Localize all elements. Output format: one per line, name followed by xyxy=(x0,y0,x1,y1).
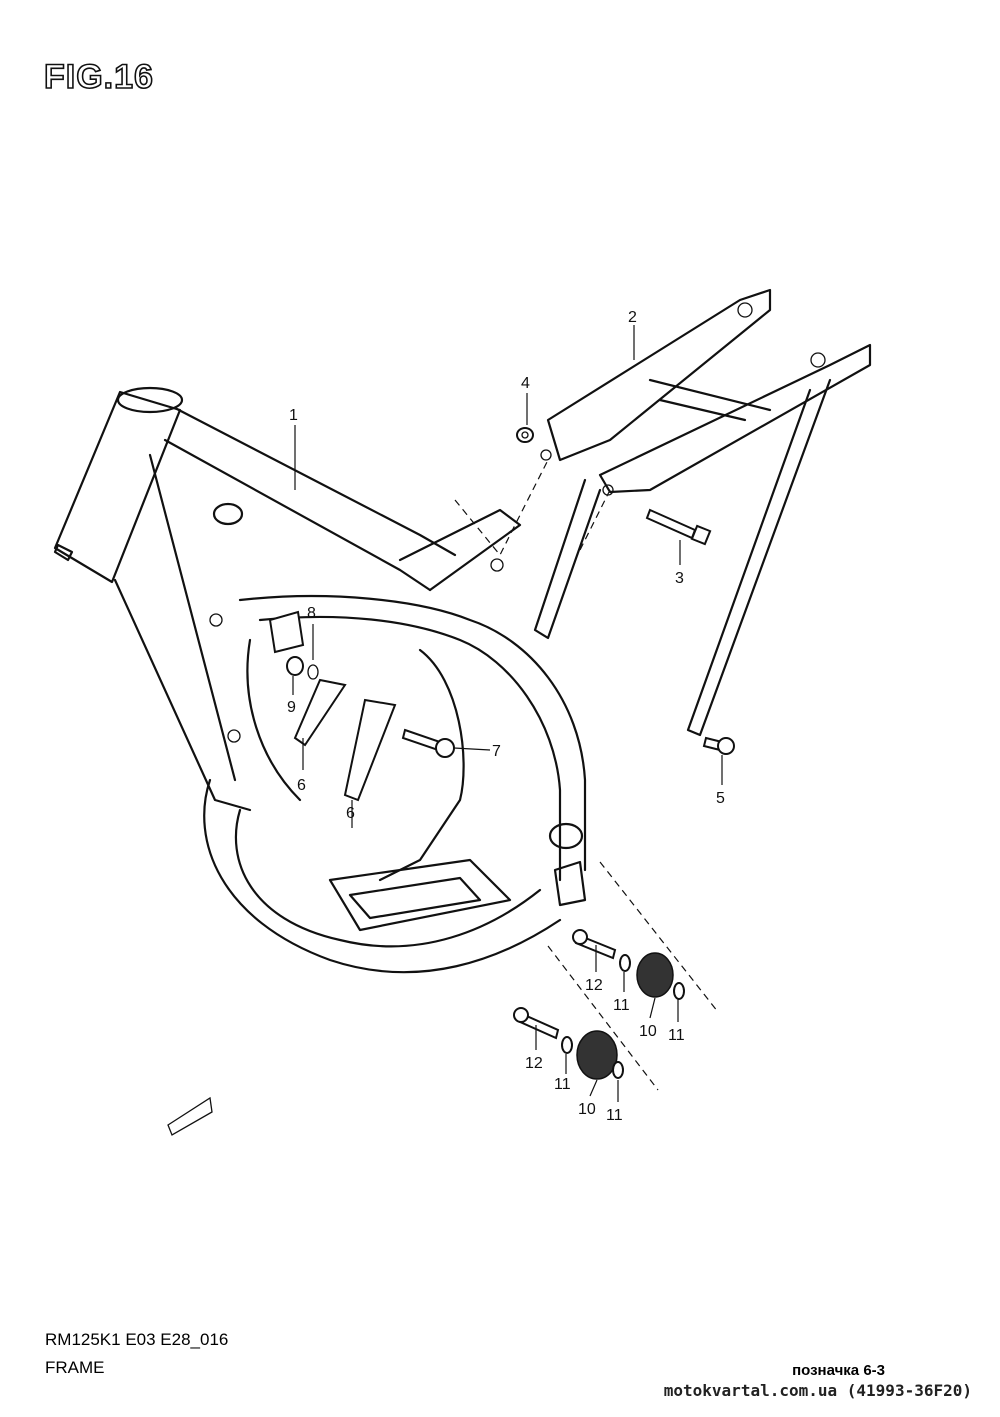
callout-8: 8 xyxy=(307,605,316,622)
reference-label: позначка 6-3 xyxy=(792,1362,885,1379)
callout-12b: 12 xyxy=(525,1055,543,1072)
callout-3: 3 xyxy=(675,570,684,587)
nut-4 xyxy=(516,427,534,443)
nut-9 xyxy=(286,656,319,680)
callout-11c: 11 xyxy=(554,1076,571,1093)
rear-subframe xyxy=(533,288,872,737)
callout-11d: 11 xyxy=(606,1107,623,1124)
callout-12a: 12 xyxy=(585,977,603,994)
callout-11a: 11 xyxy=(613,997,630,1014)
callout-10b: 10 xyxy=(578,1101,596,1118)
callout-labels: 1 2 3 4 5 6 6 7 8 9 10 10 11 11 11 11 12… xyxy=(287,309,725,1124)
callout-11b: 11 xyxy=(668,1027,685,1044)
main-frame xyxy=(53,386,587,974)
bolt-3 xyxy=(645,508,712,546)
callout-6b: 6 xyxy=(346,805,355,822)
front-direction-icon xyxy=(167,1096,213,1136)
reference-lines xyxy=(454,459,719,1091)
source-label: motokvartal.com.ua (41993-36F20) xyxy=(663,1381,972,1400)
callout-4: 4 xyxy=(521,375,530,392)
section-name: FRAME xyxy=(45,1358,105,1377)
bolt-7 xyxy=(401,728,455,758)
callout-7: 7 xyxy=(492,743,501,760)
model-code: RM125K1 E03 E28_016 xyxy=(45,1330,229,1349)
brackets-6 xyxy=(293,678,397,802)
bolt-5 xyxy=(702,736,735,755)
leader-lines xyxy=(292,325,723,1102)
callout-9: 9 xyxy=(287,699,296,716)
callout-1: 1 xyxy=(289,407,298,424)
figure-title: FIG.16 xyxy=(43,57,154,97)
callout-2: 2 xyxy=(628,309,637,326)
callout-10a: 10 xyxy=(639,1023,657,1040)
callout-5: 5 xyxy=(716,790,725,807)
roller-set-lower xyxy=(513,1007,624,1080)
callout-6a: 6 xyxy=(297,777,306,794)
bracket-8 xyxy=(268,610,305,654)
